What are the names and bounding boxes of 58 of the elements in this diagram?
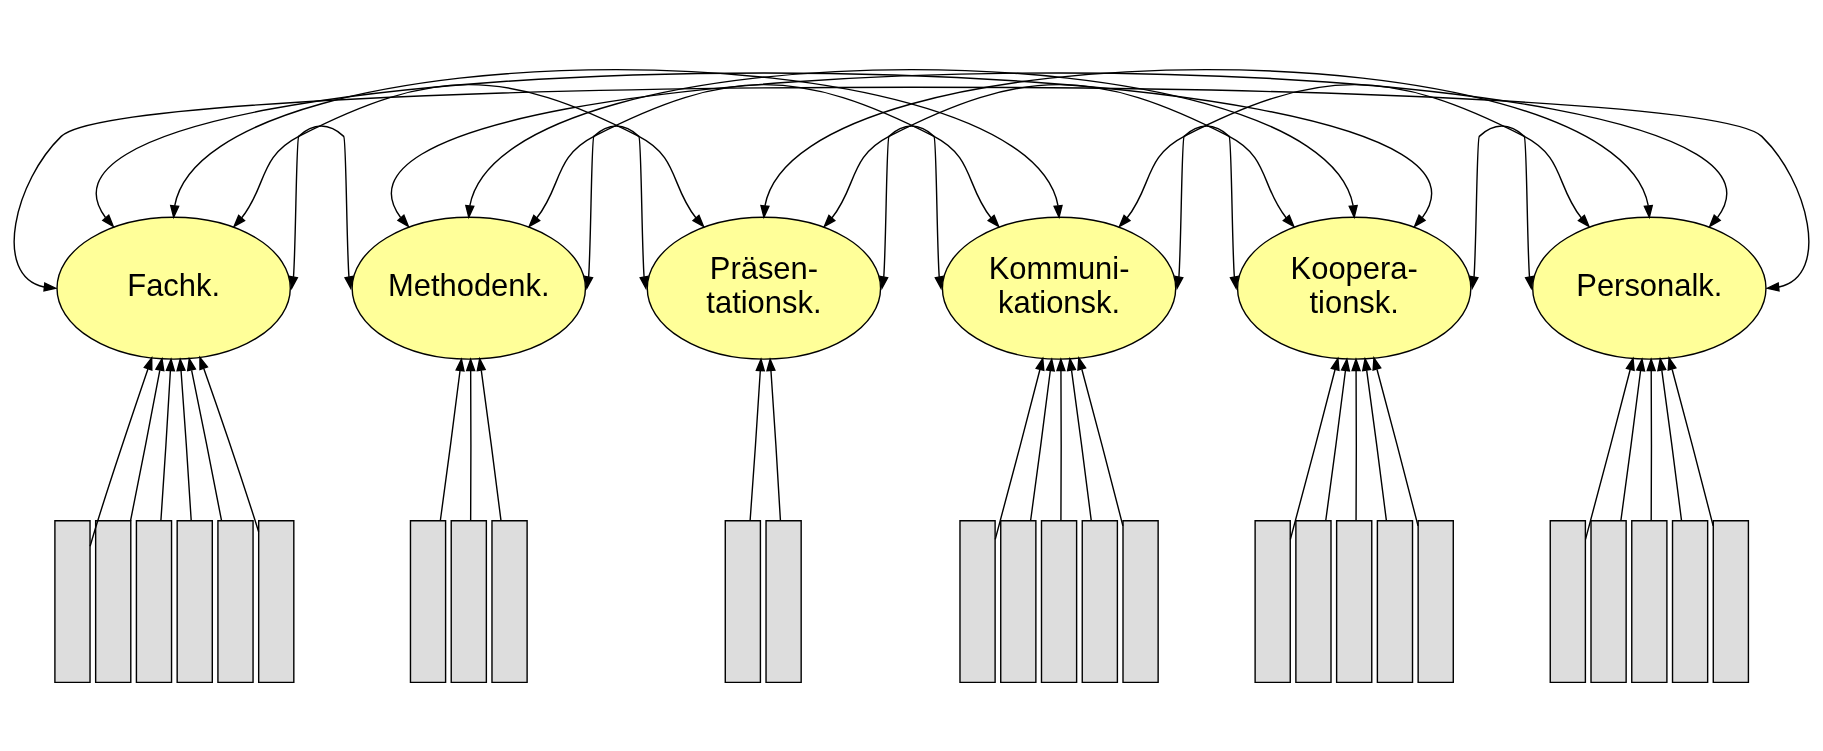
node-box — [1417, 519, 1454, 683]
arrow — [160, 356, 176, 521]
node-box — [1671, 519, 1709, 683]
arrow — [1646, 356, 1657, 521]
node-box — [1254, 519, 1291, 683]
arrow — [1657, 356, 1683, 521]
arrow — [186, 356, 223, 521]
arrow — [1066, 356, 1092, 521]
arrow — [1361, 356, 1388, 521]
arrow — [176, 356, 192, 521]
arrow — [1289, 355, 1340, 540]
node-box — [135, 519, 173, 683]
node-ellipse: Koopera- tionsk. — [1236, 216, 1472, 360]
arrow — [766, 356, 782, 521]
node-box — [1590, 519, 1627, 683]
arrow — [1667, 355, 1714, 527]
arrow — [465, 356, 476, 521]
node-ellipse: Methodenk. — [351, 216, 587, 360]
node-box — [1295, 519, 1332, 683]
node-ellipse: Kommuni- kationsk. — [941, 216, 1177, 360]
node-box — [1376, 519, 1414, 683]
node-box — [491, 519, 528, 683]
arrow — [994, 355, 1045, 540]
node-box — [1549, 519, 1587, 683]
node-box — [1122, 519, 1159, 683]
node-box — [1335, 519, 1373, 683]
node-box — [1712, 519, 1750, 683]
node-box — [409, 519, 447, 683]
node-box — [1631, 519, 1668, 683]
node-ellipse: Personalk. — [1531, 216, 1767, 360]
node-box — [54, 519, 91, 683]
arrow — [1325, 356, 1351, 521]
node-box — [217, 519, 254, 683]
arrow — [89, 355, 153, 547]
arrow — [439, 356, 465, 521]
node-box — [450, 519, 488, 683]
arrow — [1584, 355, 1635, 540]
node-ellipse: Präsen- tationsk. — [646, 216, 882, 360]
node-ellipse: Fachk. — [56, 216, 291, 360]
node-box — [959, 519, 996, 683]
arrow — [129, 356, 165, 521]
node-box — [1000, 519, 1037, 683]
node-box — [1040, 519, 1078, 683]
arrow — [1077, 355, 1124, 527]
node-box — [176, 519, 213, 683]
arrow — [199, 355, 260, 532]
node-box — [257, 519, 295, 683]
node-box — [724, 519, 762, 683]
arrow — [1620, 356, 1646, 521]
node-box — [1081, 519, 1119, 683]
arrow — [1372, 355, 1419, 527]
arrow — [749, 356, 766, 521]
arrow — [476, 356, 502, 521]
arrow — [1029, 356, 1056, 521]
node-box — [94, 519, 132, 683]
node-box — [765, 519, 802, 683]
arrow — [1351, 356, 1361, 521]
arrow — [1056, 356, 1066, 521]
